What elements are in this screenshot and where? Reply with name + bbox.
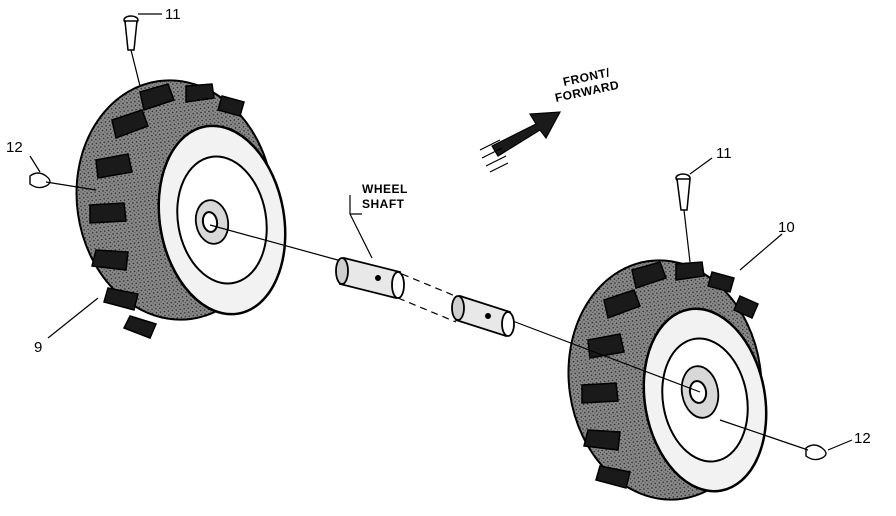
- right-tire-treads: [581, 261, 759, 489]
- clip-right-number: 12: [854, 430, 871, 447]
- right-wheel-callout: 10: [739, 219, 795, 271]
- shaft-caption-line2: SHAFT: [362, 197, 405, 211]
- front-forward-arrow: FRONT/ FORWARD: [479, 65, 620, 173]
- left-wheel: [75, 79, 287, 339]
- wheel-left-number: 9: [34, 339, 42, 356]
- pin-right-number: 11: [716, 145, 732, 162]
- wheel-shaft: [209, 224, 701, 393]
- shaft-caption-line1: WHEEL: [362, 182, 408, 196]
- right-clip: 12: [719, 419, 871, 461]
- wheel-right-number: 10: [778, 219, 795, 236]
- wheel-shaft-callout: WHEEL SHAFT: [349, 182, 408, 259]
- right-pin: 11: [675, 145, 732, 263]
- left-wheel-callout: 9: [34, 297, 99, 356]
- right-wheel: [567, 259, 768, 501]
- pin-left-number: 11: [165, 6, 181, 23]
- clip-left-number: 12: [6, 139, 23, 156]
- left-tire-treads: [89, 83, 245, 339]
- left-clip: 12: [6, 139, 97, 191]
- left-pin: 11: [123, 6, 181, 87]
